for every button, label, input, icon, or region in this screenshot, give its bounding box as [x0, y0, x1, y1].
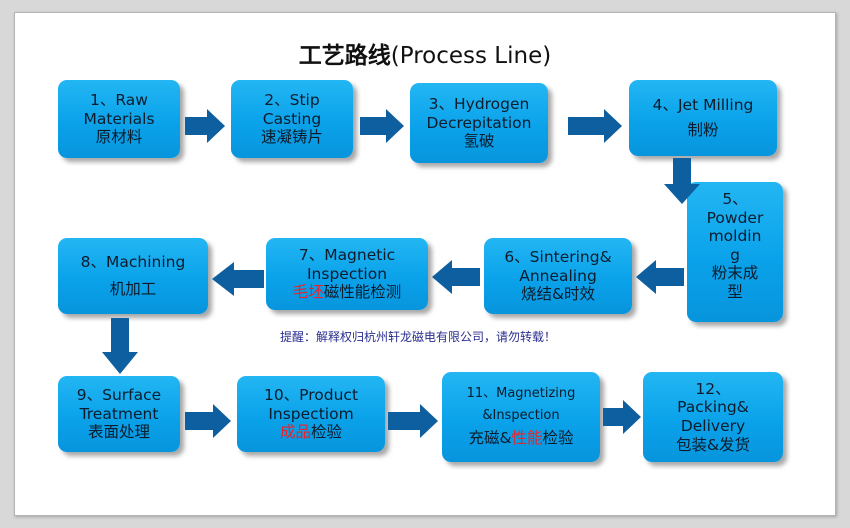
arrow-right-icon — [360, 109, 404, 143]
step-label-line: Inspectiom — [268, 404, 354, 423]
step-label-line: 7、Magnetic — [298, 246, 396, 265]
step-label-line: Materials — [83, 109, 155, 128]
step-label-line: g — [730, 245, 740, 264]
step-label-line: 10、Product — [263, 386, 359, 405]
step-label-line: 成品检验 — [280, 423, 342, 442]
arrow-right-icon — [185, 109, 225, 143]
step-label-line: 2、Stip — [264, 91, 320, 110]
arrow-down-icon — [664, 158, 700, 204]
arrow-right-icon — [603, 400, 641, 434]
step-label-line: Treatment — [79, 404, 159, 423]
step-label-line: 原材料 — [95, 128, 143, 147]
arrow-left-icon — [432, 260, 480, 294]
step-label-line: 5、 — [722, 190, 748, 208]
step-label-line: Delivery — [680, 417, 746, 435]
step-label-line: 型 — [727, 282, 743, 301]
arrow-down-icon — [102, 318, 138, 374]
step-label-text: 充磁& — [468, 429, 512, 448]
step-label-text: 磁性能检测 — [323, 283, 402, 302]
step-label-line: 8、Machining — [80, 253, 186, 272]
arrow-right-icon — [568, 109, 622, 143]
title-english: (Process Line) — [390, 43, 552, 69]
step-label-line: 烧结&时效 — [520, 285, 596, 304]
step-3-hydrogen-decrepitation: 3、Hydrogen Decrepitation 氢破 — [410, 83, 548, 163]
arrow-left-icon — [212, 262, 264, 296]
step-label-line: Decrepitation — [426, 113, 532, 132]
step-label-line: moldin — [708, 227, 762, 246]
step-label-text: 检验 — [311, 423, 343, 442]
step-label-line: Powder — [706, 208, 764, 227]
step-12-packing-delivery: 12、 Packing& Delivery 包装&发货 — [643, 372, 783, 462]
step-label-line: 9、Surface — [76, 386, 162, 405]
arrow-right-icon — [388, 404, 438, 438]
step-10-product-inspection: 10、Product Inspectiom 成品检验 — [237, 376, 385, 452]
step-label-line: 6、Sintering& — [504, 248, 612, 267]
step-label-line: Annealing — [519, 266, 597, 285]
step-label-line: 表面处理 — [87, 423, 150, 442]
step-label-line: Casting — [262, 109, 322, 128]
step-1-raw-materials: 1、Raw Materials 原材料 — [58, 80, 180, 158]
step-2-strip-casting: 2、Stip Casting 速凝铸片 — [231, 80, 353, 158]
step-label-line: 12、 — [695, 379, 731, 398]
highlight-text: 毛坯 — [292, 283, 324, 302]
highlight-text: 性能 — [511, 429, 543, 448]
step-label-line: &Inspection — [482, 407, 560, 423]
step-4-jet-milling: 4、Jet Milling 制粉 — [629, 80, 777, 156]
step-7-magnetic-inspection: 7、Magnetic Inspection 毛坯磁性能检测 — [266, 238, 428, 310]
step-label-line: 制粉 — [687, 121, 719, 139]
step-label-line: 速凝铸片 — [260, 128, 323, 147]
step-label-line: 3、Hydrogen — [428, 95, 530, 114]
step-label-line: 11、Magnetizing — [466, 386, 576, 402]
page-title: 工艺路线(Process Line) — [0, 36, 850, 70]
step-label-text: 检验 — [542, 429, 574, 448]
highlight-text: 成品 — [279, 423, 311, 442]
arrow-right-icon — [185, 404, 231, 438]
step-label-line: Inspection — [306, 264, 388, 283]
step-9-surface-treatment: 9、Surface Treatment 表面处理 — [58, 376, 180, 452]
step-label-line: 4、Jet Milling — [652, 96, 754, 115]
step-label-line: 机加工 — [109, 280, 157, 298]
step-label-line: 粉末成 — [711, 264, 759, 283]
step-label-line: Packing& — [677, 398, 749, 417]
step-label-line: 包装&发货 — [675, 435, 751, 454]
step-label-line: 毛坯磁性能检测 — [293, 283, 402, 302]
step-label-line: 1、Raw — [90, 91, 148, 110]
step-8-machining: 8、Machining 机加工 — [58, 238, 208, 314]
step-label-line: 氢破 — [463, 132, 495, 151]
step-6-sintering-annealing: 6、Sintering& Annealing 烧结&时效 — [484, 238, 632, 314]
step-label-line: 充磁&性能检验 — [468, 429, 573, 448]
arrow-left-icon — [636, 260, 684, 294]
step-5-powder-molding: 5、 Powder moldin g 粉末成 型 — [687, 182, 783, 322]
copyright-notice: 提醒：解释权归杭州轩龙磁电有限公司，请勿转载！ — [280, 330, 557, 344]
step-11-magnetizing-inspection: 11、Magnetizing &Inspection 充磁&性能检验 — [442, 372, 600, 462]
title-chinese: 工艺路线 — [298, 43, 391, 69]
